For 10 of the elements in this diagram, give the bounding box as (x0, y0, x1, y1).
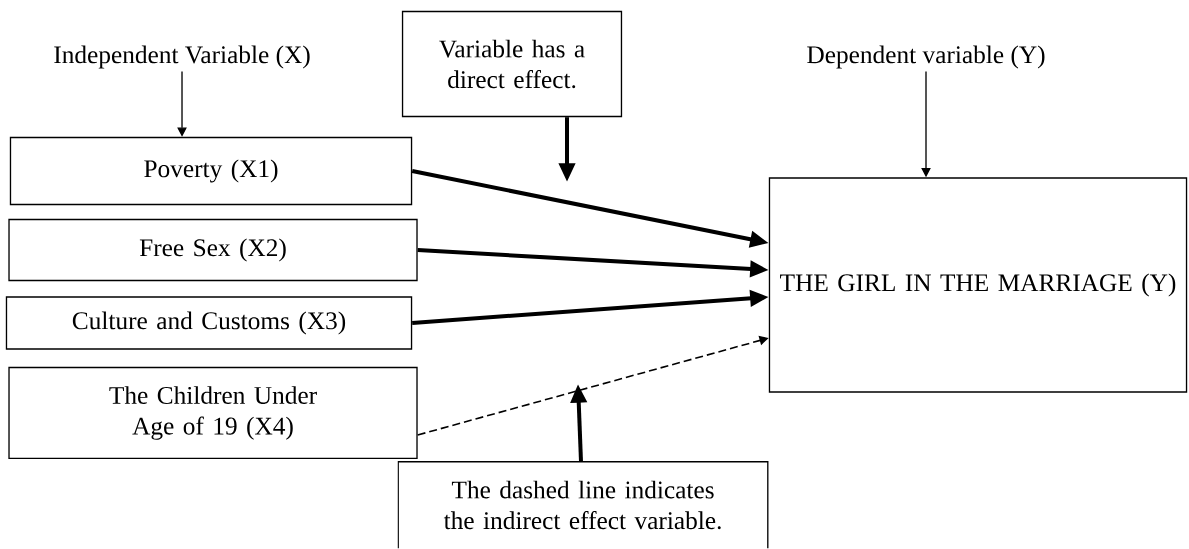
variable-box: Poverty (X1) (9, 136, 413, 206)
note-box: Variable has a direct effect. (401, 10, 623, 118)
outcome-box: THE GIRL IN THE MARRIAGE (Y) (768, 177, 1188, 393)
arrow (177, 70, 187, 137)
note-box: The dashed line indicates the indirect effect variable. (397, 461, 769, 549)
variable-box: The Children Under Age of 19 (X4) (8, 366, 418, 460)
heading-text: Independent Variable (X) (54, 45, 310, 69)
variable-box: Culture and Customs (X3) (5, 296, 413, 350)
variable-box: Free Sex (X2) (8, 218, 418, 282)
heading-text: Dependent variable (Y) (807, 45, 1045, 69)
